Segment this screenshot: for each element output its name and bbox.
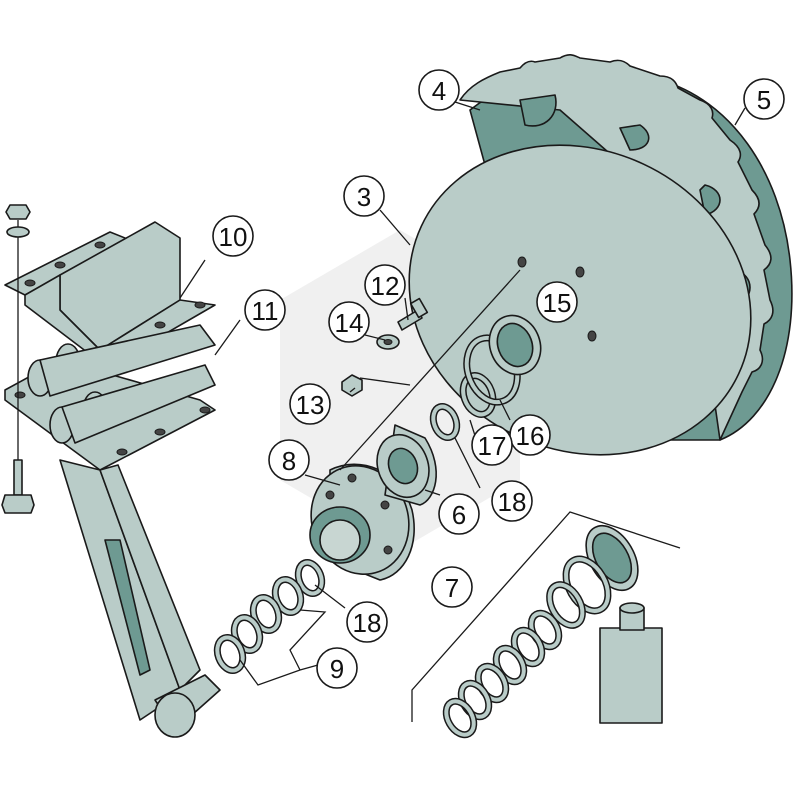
callout-6-label: 6 [452,500,466,530]
callout-14-label: 14 [335,308,364,338]
callout-11-label: 11 [252,296,279,326]
callout-12: 12 [364,264,406,306]
callout-13: 13 [289,383,331,425]
callout-15: 15 [536,281,578,323]
callout-4-label: 4 [432,76,446,106]
callout-17: 17 [471,424,513,466]
callout-10: 10 [212,215,254,257]
callout-18-left-label: 18 [353,608,382,638]
callout-15-label: 15 [543,288,572,318]
mounting-bracket [4,221,216,363]
callout-5: 5 [743,78,785,120]
callout-18-center-label: 18 [498,487,527,517]
wheel-disc [408,54,793,456]
callout-16-label: 16 [516,421,545,451]
bearing [376,424,437,506]
callout-3-label: 3 [357,182,371,212]
seal-rings-center [429,314,542,441]
callout-12-label: 12 [371,271,400,301]
callout-3: 3 [343,175,385,217]
callout-10-label: 10 [219,222,248,252]
callout-5-label: 5 [757,85,771,115]
callout-7-label: 7 [445,573,459,603]
callout-17-label: 17 [478,431,507,461]
callout-11: 11 [244,289,286,331]
hub-flange [309,463,415,581]
callout-18-center: 18 [491,480,533,522]
callout-13-label: 13 [296,390,325,420]
callout-14: 14 [328,301,370,343]
bolt-washer-nut [341,297,429,397]
callout-4: 4 [418,69,460,111]
callout-9-label: 9 [330,654,344,684]
callout-8: 8 [268,439,310,481]
callout-9: 9 [316,647,358,689]
repair-kit [411,511,681,739]
callout-8-label: 8 [282,446,296,476]
callout-16: 16 [509,414,551,456]
seal-rings-left [213,559,326,674]
support-arm [4,324,221,738]
vertical-bolt [1,204,35,514]
callout-18-left: 18 [346,601,388,643]
callout-7: 7 [431,566,473,608]
callout-6: 6 [438,493,480,535]
